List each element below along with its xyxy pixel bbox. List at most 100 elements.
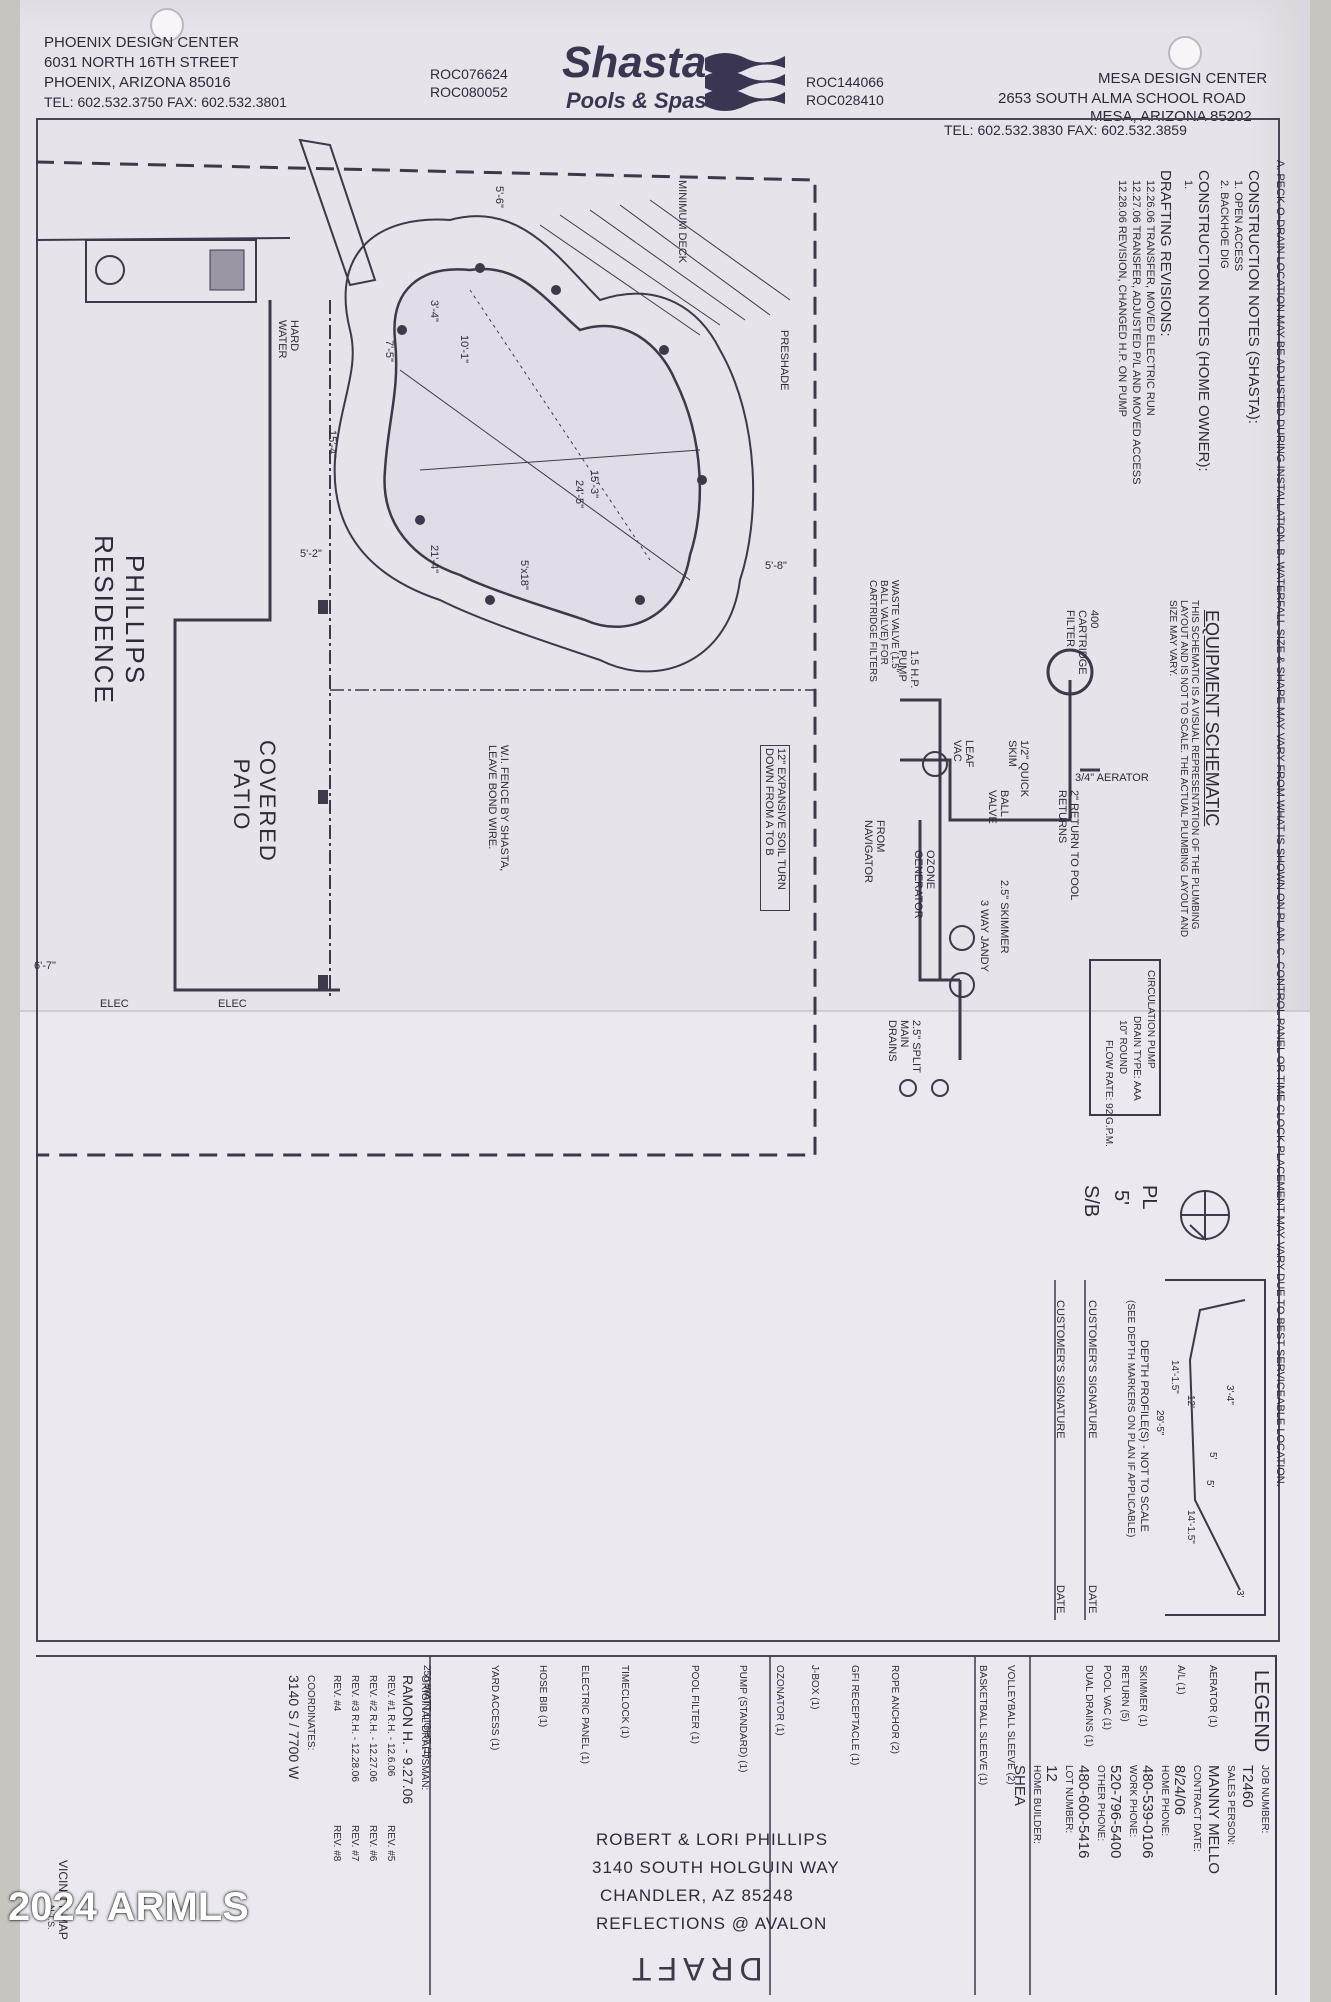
label-aerator: 3/4" AERATOR <box>1075 772 1149 784</box>
equipment-subtitle: THIS SCHEMATIC IS A VISUAL REPRESENTATIO… <box>1167 600 1200 938</box>
right-office-address1: 2653 SOUTH ALMA SCHOOL ROAD <box>998 90 1246 107</box>
label-ozone: OZONE GENERATOR <box>912 850 936 919</box>
house-wall <box>173 300 340 992</box>
label-skimmer: 2.5" SKIMMER <box>998 880 1010 954</box>
legend-item: OZONATOR (1) <box>774 1665 785 1736</box>
client-street: 3140 SOUTH HOLGUIN WAY <box>592 1858 840 1877</box>
depth-dim-2: 5' <box>1207 1452 1218 1460</box>
shasta-logo: Shasta Pools & Spas <box>560 38 790 138</box>
pl-label: PL <box>1138 1185 1160 1210</box>
dim-1: 5'-6" <box>493 186 505 208</box>
dim-8: 5'x18" <box>518 560 530 590</box>
preshade-label: PRESHADE <box>778 330 790 391</box>
equipment-pad <box>85 239 257 303</box>
binder-hole <box>1168 36 1202 70</box>
armls-watermark: 2024 ARMLS <box>8 1885 249 1929</box>
depth-caption: DEPTH PROFILE(S) - NOT TO SCALE <box>1138 1340 1150 1532</box>
signature-date-1[interactable]: DATE <box>1086 1585 1098 1614</box>
license-right-1: ROC144066 <box>806 74 884 90</box>
signature-date-2[interactable]: DATE <box>1054 1585 1066 1614</box>
home-phone: 480-539-0106 <box>1139 1765 1156 1859</box>
legend-item: POOL VAC (1) <box>1101 1665 1112 1731</box>
label-main-drains: 2.5" SPLIT MAIN DRAINS <box>886 1020 922 1073</box>
legend-item: ELECTRIC PANEL (1) <box>579 1665 590 1764</box>
drafting-title: DRAFTING REVISIONS: <box>1157 170 1174 337</box>
dim-6: 24'-5" <box>573 480 585 509</box>
cartridge-filter-icon <box>1046 648 1094 696</box>
label-return: 2" RETURN TO POOL RETURNS <box>1056 790 1080 901</box>
coordinates: 3140 S / 7700 W <box>286 1675 302 1780</box>
circ-flow: FLOW RATE: 92 G.P.M. <box>1103 1040 1114 1147</box>
sb-label: S/B <box>1080 1185 1102 1218</box>
dim-4: 10'-1" <box>458 335 470 364</box>
depth-dim-1: 3'-4" <box>1224 1385 1235 1405</box>
label-3-way-jandy: 3 WAY JANDY <box>978 900 990 972</box>
legend-item: YARD ACCESS (1) <box>489 1665 500 1751</box>
depth-dim-6: 14'-1.5" <box>1185 1510 1196 1544</box>
left-office-address1: 6031 NORTH 16TH STREET <box>44 54 239 71</box>
legend-block <box>36 1655 1276 1997</box>
customer-signature-2[interactable]: CUSTOMER'S SIGNATURE <box>1054 1300 1066 1439</box>
pl-distance: 5' <box>1110 1190 1132 1205</box>
label-ball-valve: BALL VALVE <box>986 790 1010 824</box>
covered-patio-label: COVERED PATIO <box>229 740 280 863</box>
label-leaf-vac: LEAF VAC <box>951 740 975 768</box>
license-left-2: ROC080052 <box>430 84 508 100</box>
legend-item: A/L (1) <box>1175 1665 1186 1695</box>
legend-item: TIMECLOCK (1) <box>619 1665 630 1739</box>
legend-item: GFI RECEPTACLE (1) <box>849 1665 860 1766</box>
legend-item: ROPE ANCHOR (2) <box>889 1665 900 1754</box>
property-line <box>35 160 817 1157</box>
minimum-deck-label: MINIMUM DECK <box>676 180 688 264</box>
depth-dim-5: 29'-5" <box>1154 1410 1165 1436</box>
construction-owner-item-1: 1. <box>1182 180 1194 190</box>
elec-label-2: ELEC <box>218 998 247 1010</box>
sheet-fold <box>20 1010 1310 2002</box>
circ-title: CIRCULATION PUMP <box>1145 970 1156 1069</box>
dim-3: 7'-5" <box>383 340 395 362</box>
legend-item: J-BOX (1) <box>809 1665 820 1710</box>
plan-frame <box>36 118 1280 1642</box>
legend-item: DUAL DRAINS (1) <box>1083 1665 1094 1747</box>
work-phone: 520-796-5400 <box>1107 1765 1124 1859</box>
dim-10: 5'-2" <box>300 548 322 560</box>
pool-deck-outline <box>333 215 755 673</box>
depth-caption-2: (SEE DEPTH MARKERS ON PLAN IF APPLICABLE… <box>1125 1300 1136 1538</box>
construction-owner-title: CONSTRUCTION NOTES (HOME OWNER): <box>1195 170 1212 472</box>
fence-label: W.I. FENCE BY SHASTA, LEAVE BOND WIRE. <box>486 745 510 872</box>
dim-5: 15'-3" <box>588 470 600 499</box>
legend-item: BASKETBALL SLEEVE (1) <box>977 1665 988 1786</box>
equipment-piping <box>900 680 1100 1060</box>
other-phone: 480-600-5416 <box>1075 1765 1092 1859</box>
construction-shasta-title: CONSTRUCTION NOTES (SHASTA): <box>1245 170 1262 424</box>
label-cartridge-filter: 400 CARTRIDGE FILTER <box>1064 610 1100 675</box>
dim-7: 21'-4" <box>428 545 440 574</box>
left-office-name: PHOENIX DESIGN CENTER <box>44 34 240 51</box>
construction-shasta-item-1: 1. OPEN ACCESS <box>1232 180 1244 272</box>
draftsman-name: RAMON H. - 9.27.06 <box>400 1675 416 1805</box>
pool-outline <box>383 267 702 629</box>
wave-flag-icon <box>705 53 785 111</box>
customer-signature-1[interactable]: CUSTOMER'S SIGNATURE <box>1086 1300 1098 1439</box>
legend-item: HOSE BIB (1) <box>537 1665 548 1728</box>
preshade-hatch <box>539 199 791 336</box>
left-office-phones: TEL: 602.532.3750 FAX: 602.532.3801 <box>44 94 287 110</box>
equipment-title: EQUIPMENT SCHEMATIC <box>1202 610 1222 827</box>
depth-dim-7: 3' <box>1234 1590 1245 1598</box>
drafting-item-1: 12.26.06 TRANSFER, MOVED ELECTRIC RUN <box>1144 180 1156 416</box>
construction-shasta-item-2: 2. BACKHOE DIG <box>1218 180 1230 269</box>
dim-12: 6'-7" <box>34 960 56 972</box>
phillips-residence-label: PHILLIPS RESIDENCE <box>89 535 150 705</box>
circ-round: 10" ROUND <box>1117 1020 1128 1075</box>
drafting-item-3: 12.28.06 REVISION, CHANGED H.P. ON PUMP <box>1116 180 1128 417</box>
contract-date: 8/24/06 <box>1171 1765 1188 1816</box>
client-city: CHANDLER, AZ 85248 <box>600 1886 794 1905</box>
right-office-address2: MESA, ARIZONA 85202 <box>1090 108 1252 125</box>
notes-top-line: A. PECK-O-DRAIN LOCATION MAY BE ADJUSTED… <box>1274 160 1286 1487</box>
legend-item: PUMP (STANDARD) (1) <box>737 1665 748 1773</box>
circulation-box <box>1089 959 1161 1116</box>
legend-item: AERATOR (1) <box>1207 1665 1218 1728</box>
dim-11: 15'-4" <box>326 430 338 459</box>
expansive-soil-label: 12" EXPANSIVE SOIL TURN DOWN FROM A TO B <box>760 745 790 911</box>
